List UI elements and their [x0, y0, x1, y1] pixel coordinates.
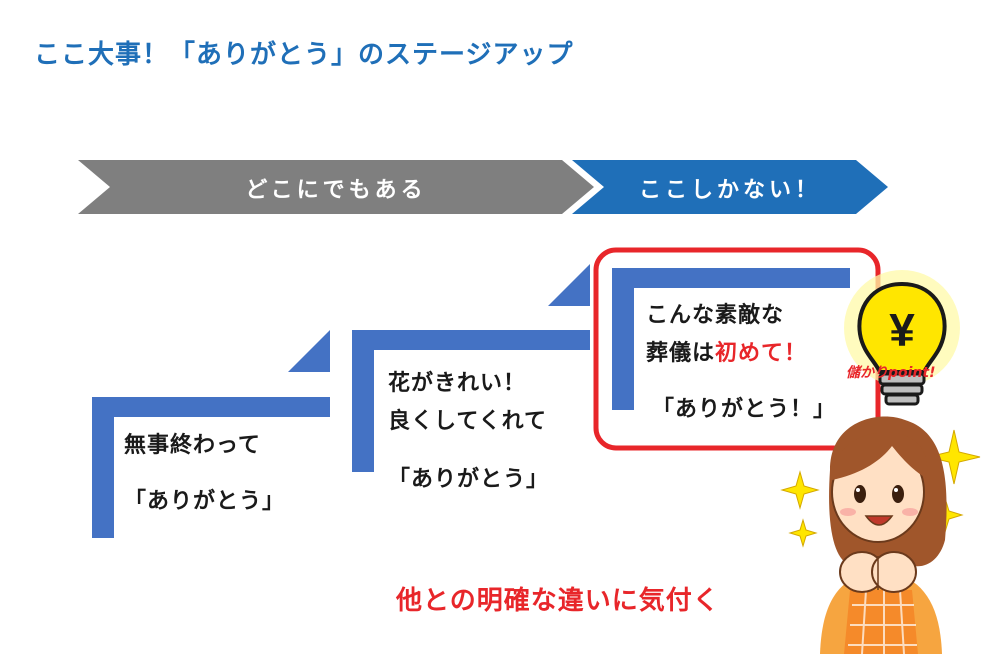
lightbulb-icon: ¥: [844, 270, 960, 406]
step-2-bracket: [352, 330, 590, 472]
page-title: ここ大事！「ありがとう」のステージアップ: [34, 40, 574, 70]
step-3-line-2-prefix: 葬儀は: [646, 341, 716, 366]
step-3-line-3: 「ありがとう！」: [652, 397, 837, 422]
bulb-label: 儲かりpoint!: [846, 365, 936, 381]
step-1-bracket: [92, 397, 330, 538]
arrow-everywhere-label: どこにでもある: [245, 178, 427, 203]
step-2-line-1: 花がきれい！: [388, 371, 527, 396]
step-3-line-2-accent: 初めて！: [715, 341, 808, 366]
step-2-line-2: 良くしてくれて: [388, 409, 548, 434]
step-3-line-1: こんな素敵な: [646, 303, 785, 328]
step-3-bracket: [612, 268, 850, 410]
step-1-connector: [288, 330, 330, 372]
arrow-only-here-label: ここしかない！: [638, 178, 821, 203]
yen-icon: ¥: [889, 304, 915, 356]
woman-illustration: [820, 416, 947, 654]
step-2-connector: [548, 264, 590, 306]
step-1-line-2: 「ありがとう」: [124, 489, 286, 514]
step-1-line-1: 無事終わって: [124, 433, 261, 458]
bottom-message: 他との明確な違いに気付く: [396, 586, 720, 616]
step-3-line-2: 葬儀は初めて！: [646, 336, 807, 372]
arrow-everywhere: [78, 160, 594, 214]
step-2-line-3: 「ありがとう」: [388, 467, 550, 492]
arrow-only-here: [572, 160, 888, 214]
